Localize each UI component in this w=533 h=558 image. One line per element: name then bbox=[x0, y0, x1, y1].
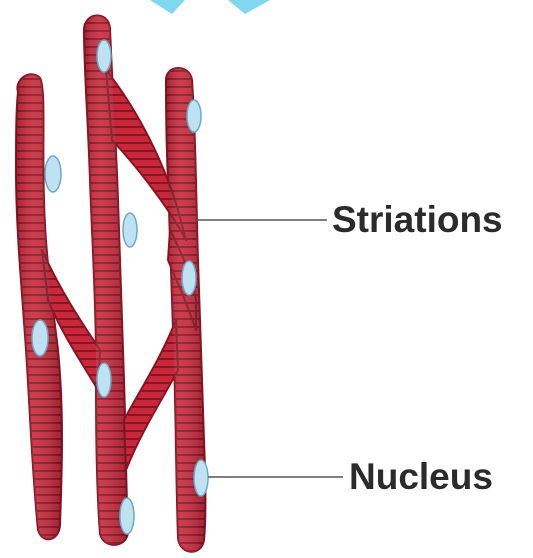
nucleus bbox=[187, 100, 201, 132]
nucleus bbox=[97, 40, 111, 72]
nucleus bbox=[45, 156, 61, 192]
nucleus bbox=[32, 320, 48, 356]
fiber-shading bbox=[16, 15, 206, 551]
nucleus bbox=[182, 261, 196, 295]
striations-label: Striations bbox=[332, 199, 503, 240]
nucleus bbox=[97, 363, 111, 397]
nucleus bbox=[194, 460, 208, 496]
watermark-icon bbox=[150, 0, 270, 14]
nucleus bbox=[123, 213, 137, 247]
fiber-branch-lower-right bbox=[124, 320, 178, 470]
nucleus bbox=[120, 498, 134, 534]
nucleus-label: Nucleus bbox=[349, 456, 493, 497]
